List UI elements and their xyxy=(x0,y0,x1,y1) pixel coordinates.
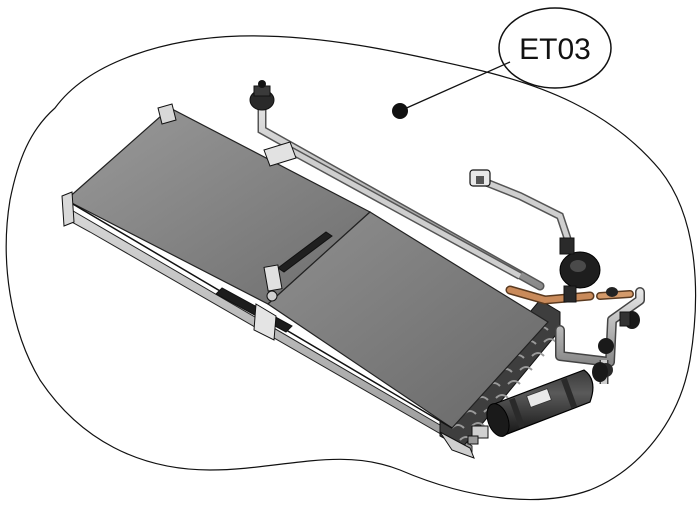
callout-bubble: ET03 xyxy=(498,7,612,89)
accumulator-component xyxy=(559,237,618,303)
front-mount-plate xyxy=(215,287,293,341)
leader-dot xyxy=(392,103,408,119)
callout-ellipse xyxy=(498,7,612,89)
callout-label: ET03 xyxy=(519,33,591,66)
right-end-bracket xyxy=(439,431,475,459)
top-right-fitting xyxy=(469,169,491,187)
back-left-bracket xyxy=(157,103,177,125)
top-panel-right xyxy=(267,211,549,429)
tank-label-plate xyxy=(526,388,552,408)
receiver-tank xyxy=(486,362,608,437)
boundary-outline xyxy=(5,35,697,501)
tank-inlet-fitting xyxy=(467,425,489,445)
leader-line xyxy=(401,61,511,111)
left-end-bracket xyxy=(61,191,75,227)
center-handle xyxy=(263,231,333,302)
top-left-valve xyxy=(249,80,275,111)
rear-bracket xyxy=(263,141,297,167)
